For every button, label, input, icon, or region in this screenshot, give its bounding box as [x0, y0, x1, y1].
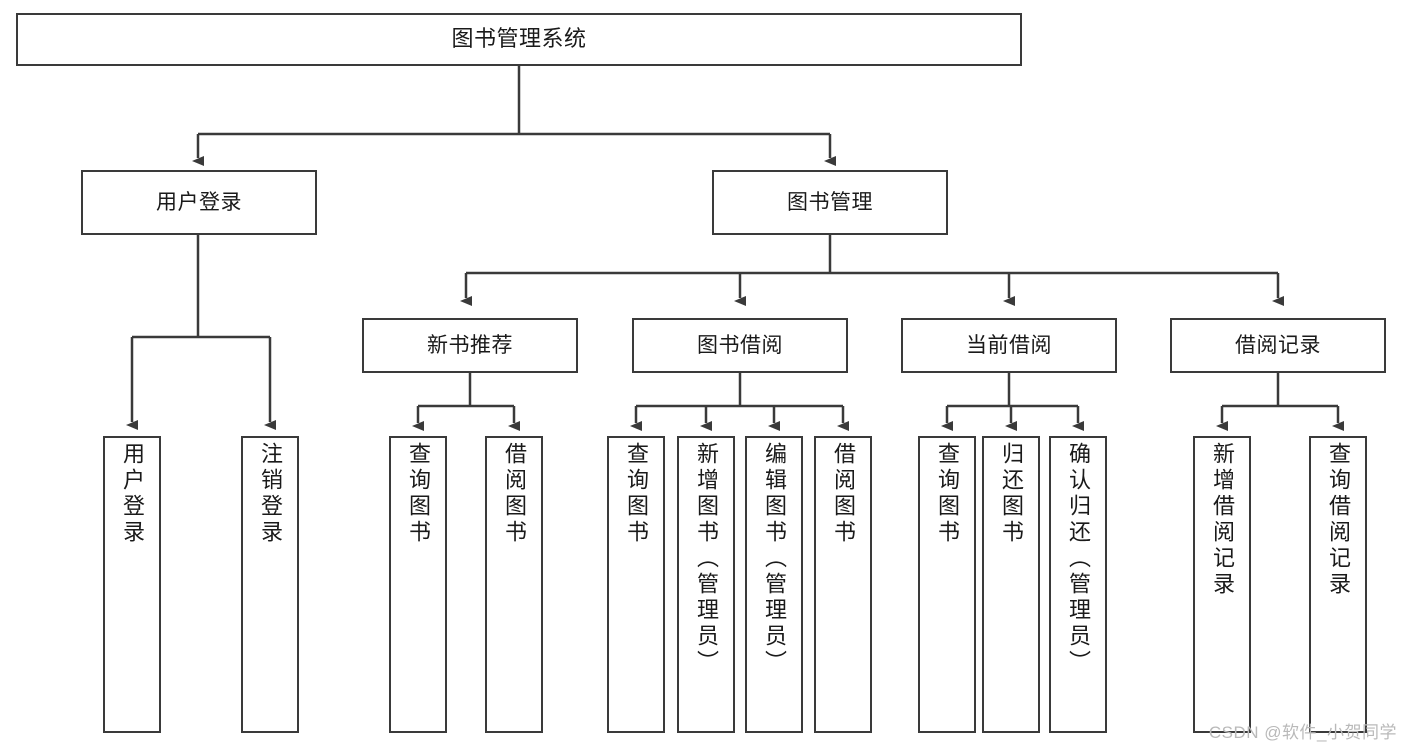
node-leaf-query-book-current[interactable]: 查询图书	[918, 436, 976, 733]
node-label: 编辑图书（管理员）	[762, 442, 787, 676]
node-label: 借阅图书	[502, 442, 527, 546]
node-leaf-return-book[interactable]: 归还图书	[982, 436, 1040, 733]
node-leaf-user-login[interactable]: 用户登录	[103, 436, 161, 733]
node-label: 新书推荐	[427, 333, 513, 357]
node-new-book-recommend[interactable]: 新书推荐	[362, 318, 578, 373]
node-label: 查询图书	[935, 442, 960, 546]
watermark-text: CSDN @软件_小贺同学	[1208, 723, 1397, 742]
node-label: 查询图书	[624, 442, 649, 546]
node-label: 新增借阅记录	[1210, 442, 1235, 598]
node-leaf-query-book-borrow[interactable]: 查询图书	[607, 436, 665, 733]
node-leaf-borrow-book[interactable]: 借阅图书	[814, 436, 872, 733]
node-leaf-query-book-new[interactable]: 查询图书	[389, 436, 447, 733]
node-leaf-query-borrow-record[interactable]: 查询借阅记录	[1309, 436, 1367, 733]
node-label: 确认归还（管理员）	[1066, 442, 1091, 676]
node-label: 查询图书	[406, 442, 431, 546]
node-borrow-record[interactable]: 借阅记录	[1170, 318, 1386, 373]
node-label: 归还图书	[999, 442, 1024, 546]
node-book-manage[interactable]: 图书管理	[712, 170, 948, 235]
node-label: 图书管理	[787, 190, 873, 214]
node-label: 用户登录	[120, 442, 145, 546]
node-label: 借阅图书	[831, 442, 856, 546]
node-leaf-edit-book[interactable]: 编辑图书（管理员）	[745, 436, 803, 733]
node-leaf-add-borrow-record[interactable]: 新增借阅记录	[1193, 436, 1251, 733]
node-label: 当前借阅	[966, 333, 1052, 357]
node-label: 注销登录	[258, 442, 283, 546]
node-label: 用户登录	[156, 190, 242, 214]
node-label: 查询借阅记录	[1326, 442, 1351, 598]
node-root-book-management-system[interactable]: 图书管理系统	[16, 13, 1022, 66]
node-label: 图书管理系统	[451, 26, 587, 52]
node-book-borrow[interactable]: 图书借阅	[632, 318, 848, 373]
node-label: 新增图书（管理员）	[694, 442, 719, 676]
node-label: 借阅记录	[1235, 333, 1321, 357]
node-label: 图书借阅	[697, 333, 783, 357]
node-leaf-borrow-book-new[interactable]: 借阅图书	[485, 436, 543, 733]
node-current-borrow[interactable]: 当前借阅	[901, 318, 1117, 373]
node-leaf-add-book[interactable]: 新增图书（管理员）	[677, 436, 735, 733]
node-leaf-logout[interactable]: 注销登录	[241, 436, 299, 733]
node-leaf-confirm-return[interactable]: 确认归还（管理员）	[1049, 436, 1107, 733]
node-user-login[interactable]: 用户登录	[81, 170, 317, 235]
